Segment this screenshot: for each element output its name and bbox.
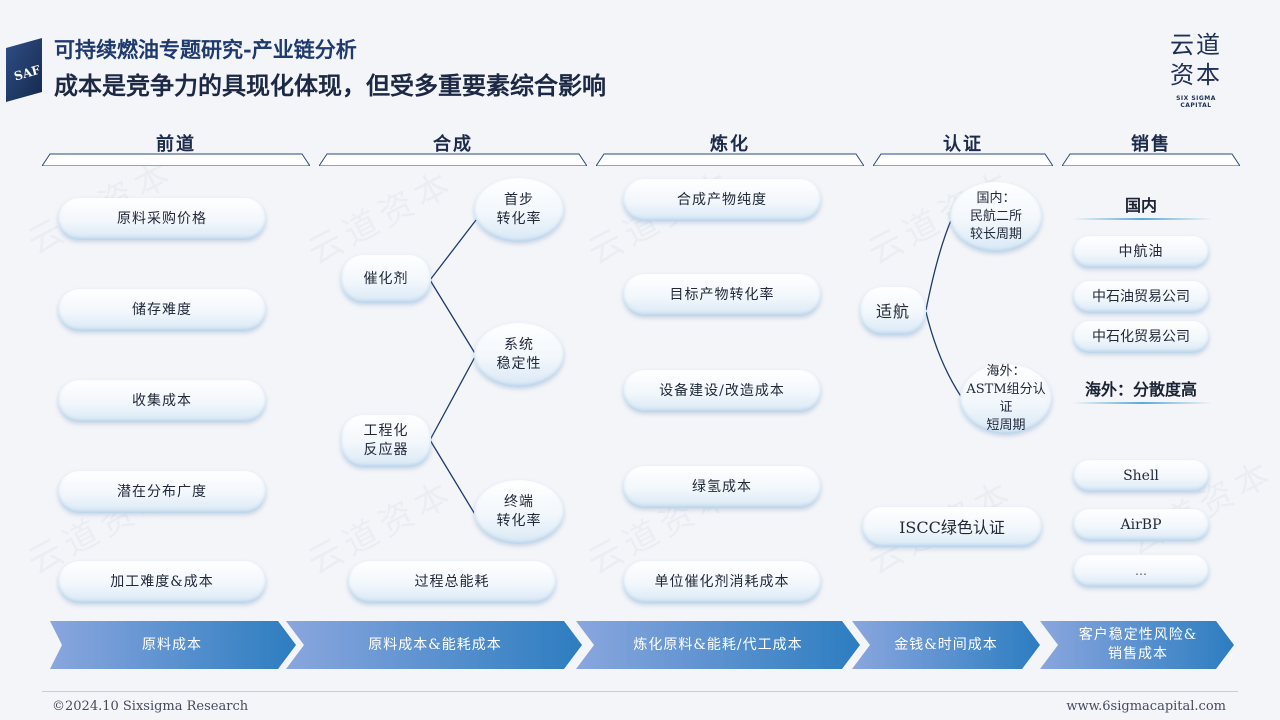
section-header-lianhua: 炼化 xyxy=(596,128,864,168)
energy-pill: 过程总能耗 xyxy=(348,561,556,603)
stable-line2: 稳定性 xyxy=(496,356,542,372)
cost-arrow-4 xyxy=(852,621,1040,669)
overseas-cert-line1: 海外： xyxy=(986,364,1026,379)
cost-arrow-1 xyxy=(50,621,296,669)
section-label: 合成 xyxy=(433,134,473,155)
footer-divider xyxy=(42,691,1238,692)
refining-pill: 单位催化剂消耗成本 xyxy=(623,561,821,603)
first-line1: 首步 xyxy=(504,192,534,208)
section-header-xiaoshou: 销售 xyxy=(1062,128,1240,168)
section-underline xyxy=(1062,153,1240,166)
section-header-renzheng: 认证 xyxy=(873,128,1053,168)
system-stability-node: 系统 稳定性 xyxy=(474,323,564,387)
overseas-cert-line3: 短周期 xyxy=(986,418,1026,433)
factor-pill: 收集成本 xyxy=(58,380,266,422)
airworthy-node: 适航 xyxy=(860,287,926,335)
factor-pill: 潜在分布广度 xyxy=(58,471,266,513)
cost-arrow-label-1: 原料成本 xyxy=(142,636,202,653)
catalyst-node: 催化剂 xyxy=(341,255,431,303)
cost-arrow-5 xyxy=(1040,621,1234,669)
page-title: 可持续燃油专题研究-产业链分析 xyxy=(54,37,357,62)
cost-arrow-label-2: 原料成本&能耗成本 xyxy=(368,636,502,653)
refining-pill: 目标产物转化率 xyxy=(623,274,821,316)
divider xyxy=(1072,402,1212,404)
factor-pill: 原料采购价格 xyxy=(58,198,266,240)
first-conversion-node: 首步 转化率 xyxy=(474,178,564,242)
domestic-cert-line3: 较长周期 xyxy=(969,227,1022,242)
section-underline xyxy=(42,153,310,166)
refining-pill: 绿氢成本 xyxy=(623,466,821,508)
section-header-qiandao: 前道 xyxy=(42,128,310,168)
section-label: 炼化 xyxy=(710,134,750,155)
final-line2: 转化率 xyxy=(496,513,542,529)
section-underline xyxy=(319,153,587,166)
factor-pill: 加工难度&成本 xyxy=(58,561,266,603)
overseas-customer: AirBP xyxy=(1073,509,1209,541)
section-label: 销售 xyxy=(1131,134,1171,155)
domestic-customer: 中石油贸易公司 xyxy=(1073,281,1209,313)
reactor-node: 工程化 反应器 xyxy=(341,415,431,467)
section-underline xyxy=(873,153,1053,166)
brand-cn-line2: 资本 xyxy=(1170,61,1222,89)
cost-arrow-row: 原料成本 原料成本&能耗成本 炼化原料&能耗/代工成本 金钱&时间成本 客户稳定… xyxy=(50,621,1235,669)
page-subtitle: 成本是竞争力的具现化体现，但受多重要素综合影响 xyxy=(54,71,606,100)
cost-arrow-2 xyxy=(286,621,582,669)
overseas-cert-node: 海外： ASTM组分认证 短周期 xyxy=(960,364,1052,434)
overseas-sales-head: 海外：分散度高 xyxy=(1084,380,1197,399)
footer-website: www.6sigmacapital.com xyxy=(1066,699,1226,714)
section-header-hecheng: 合成 xyxy=(319,128,587,168)
domestic-cert-line1: 国内： xyxy=(976,191,1016,206)
section-label: 认证 xyxy=(943,134,983,155)
final-line1: 终端 xyxy=(504,494,534,510)
overseas-customer: … xyxy=(1073,555,1209,587)
reactor-line2: 反应器 xyxy=(363,442,409,458)
domestic-cert-node: 国内： 民航二所 较长周期 xyxy=(950,182,1042,252)
domestic-cert-line2: 民航二所 xyxy=(969,209,1022,224)
refining-pill: 合成产物纯度 xyxy=(623,179,821,221)
cost-arrow-label-5: 客户稳定性风险& 销售成本 xyxy=(1078,627,1198,662)
iscc-pill: ISCC绿色认证 xyxy=(862,507,1042,547)
refining-pill: 设备建设/改造成本 xyxy=(623,370,821,412)
reactor-line1: 工程化 xyxy=(363,423,409,439)
footer-copyright: ©2024.10 Sixsigma Research xyxy=(52,699,249,714)
divider xyxy=(1072,218,1212,220)
domestic-customer: 中航油 xyxy=(1073,236,1209,268)
final-conversion-node: 终端 转化率 xyxy=(474,480,564,544)
brand-cn-line1: 云道 xyxy=(1170,31,1222,59)
section-label: 前道 xyxy=(156,134,196,155)
overseas-cert-line2: ASTM组分认证 xyxy=(966,382,1046,415)
factor-pill: 储存难度 xyxy=(58,289,266,331)
cost-arrow-3 xyxy=(576,621,860,669)
first-line2: 转化率 xyxy=(496,211,542,227)
domestic-sales-head: 国内 xyxy=(1124,196,1157,215)
stable-line1: 系统 xyxy=(504,337,534,353)
saf-logo: SAF xyxy=(6,38,42,102)
overseas-customer: Shell xyxy=(1073,460,1209,492)
cost-arrow-shapes xyxy=(50,621,1234,669)
brand-logo: 云道 资本 xyxy=(1163,30,1229,90)
brand-en: SIX SIGMA CAPITAL xyxy=(1176,95,1216,109)
domestic-customer: 中石化贸易公司 xyxy=(1073,321,1209,353)
section-underline xyxy=(596,153,864,166)
cost-arrow-label-4: 金钱&时间成本 xyxy=(894,636,998,653)
cost-arrow-label-3: 炼化原料&能耗/代工成本 xyxy=(633,636,803,653)
